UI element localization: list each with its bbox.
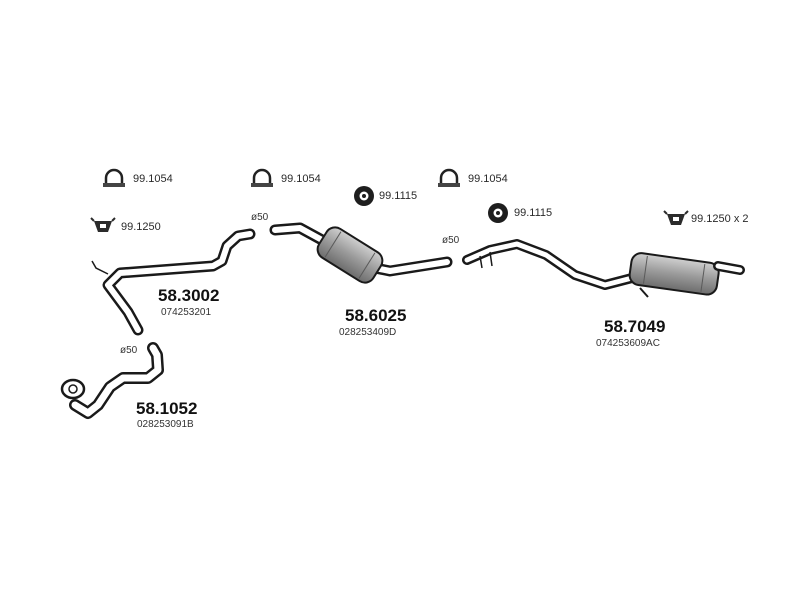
oem-number: 074253609AC: [596, 338, 660, 349]
intermediate-pipe-part: [91, 228, 256, 336]
oem-number: 028253091B: [137, 419, 194, 430]
clamp-code: 99.1054: [281, 173, 321, 185]
clamp-icon: [103, 168, 125, 187]
clamp-icon: [438, 168, 460, 187]
bracket-icon: [663, 210, 689, 225]
clamp-icon: [251, 168, 273, 187]
diameter-label: ø50: [442, 235, 460, 246]
diameter-label: ø50: [251, 212, 269, 223]
hanger-code: 99.1115: [514, 207, 553, 219]
oem-number: 028253409D: [339, 327, 397, 338]
part-number: 58.7049: [604, 317, 666, 336]
bracket-icon: [90, 217, 116, 232]
rubber-hanger-icon: [354, 186, 374, 206]
oem-number: 074253201: [161, 307, 212, 318]
front-pipe-part: [60, 342, 164, 419]
part-number: 58.1052: [136, 399, 198, 418]
hanger-code: 99.1115: [379, 190, 418, 202]
diameter-label: ø50: [120, 345, 138, 356]
clamp-code: 99.1054: [468, 173, 508, 185]
bracket-code: 99.1250: [121, 221, 161, 233]
rubber-hanger-icon: [488, 203, 508, 223]
centre-silencer-part: [269, 222, 453, 284]
part-number: 58.6025: [345, 306, 407, 325]
part-number: 58.3002: [158, 286, 220, 305]
rear-silencer-part: [462, 239, 745, 298]
clamp-code: 99.1054: [133, 173, 173, 185]
bracket-code: 99.1250 x 2: [691, 213, 749, 225]
